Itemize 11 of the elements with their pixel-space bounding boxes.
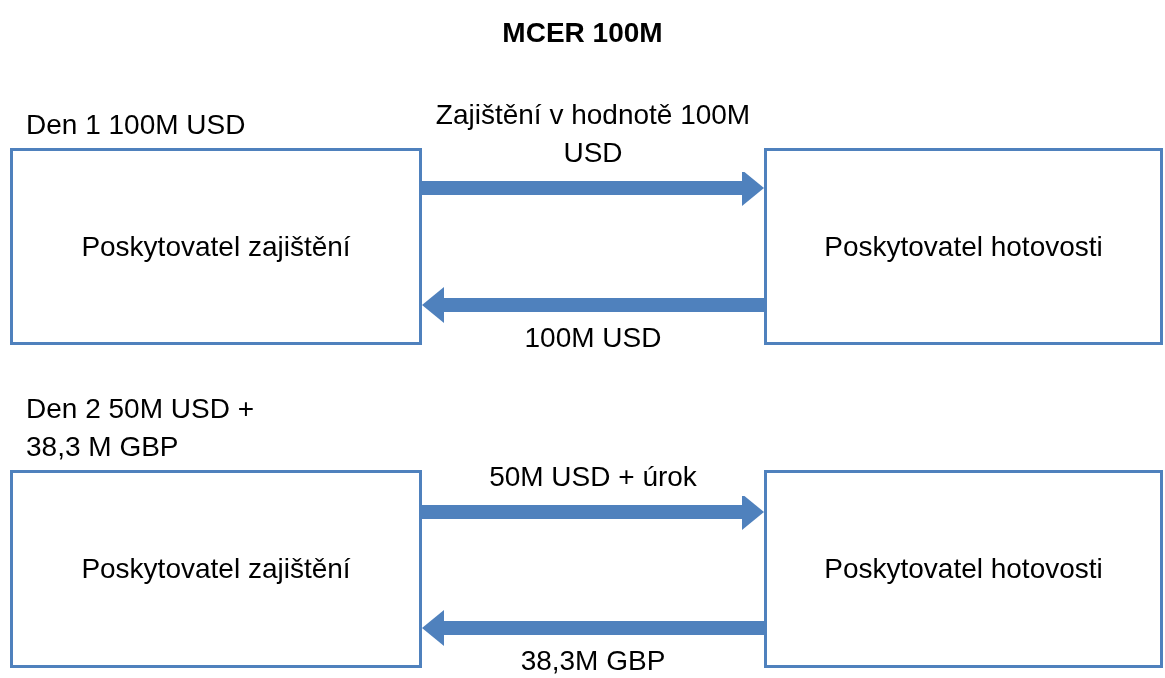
box-heading: Den 2 50M USD + 38,3 M GBP xyxy=(25,392,255,464)
box-heading: Den 1 100M USD xyxy=(25,108,246,142)
block-arrow xyxy=(422,287,764,323)
block-arrow xyxy=(422,494,764,530)
block-arrow xyxy=(422,610,764,646)
party-label: Poskytovatel hotovosti xyxy=(824,552,1103,586)
diagram-title: MCER 100M xyxy=(502,16,663,50)
party-label: Poskytovatel zajištění xyxy=(81,552,351,586)
block-arrow xyxy=(422,170,764,206)
party-label: Poskytovatel zajištění xyxy=(81,229,351,264)
party-label: Poskytovatel hotovosti xyxy=(824,229,1103,264)
